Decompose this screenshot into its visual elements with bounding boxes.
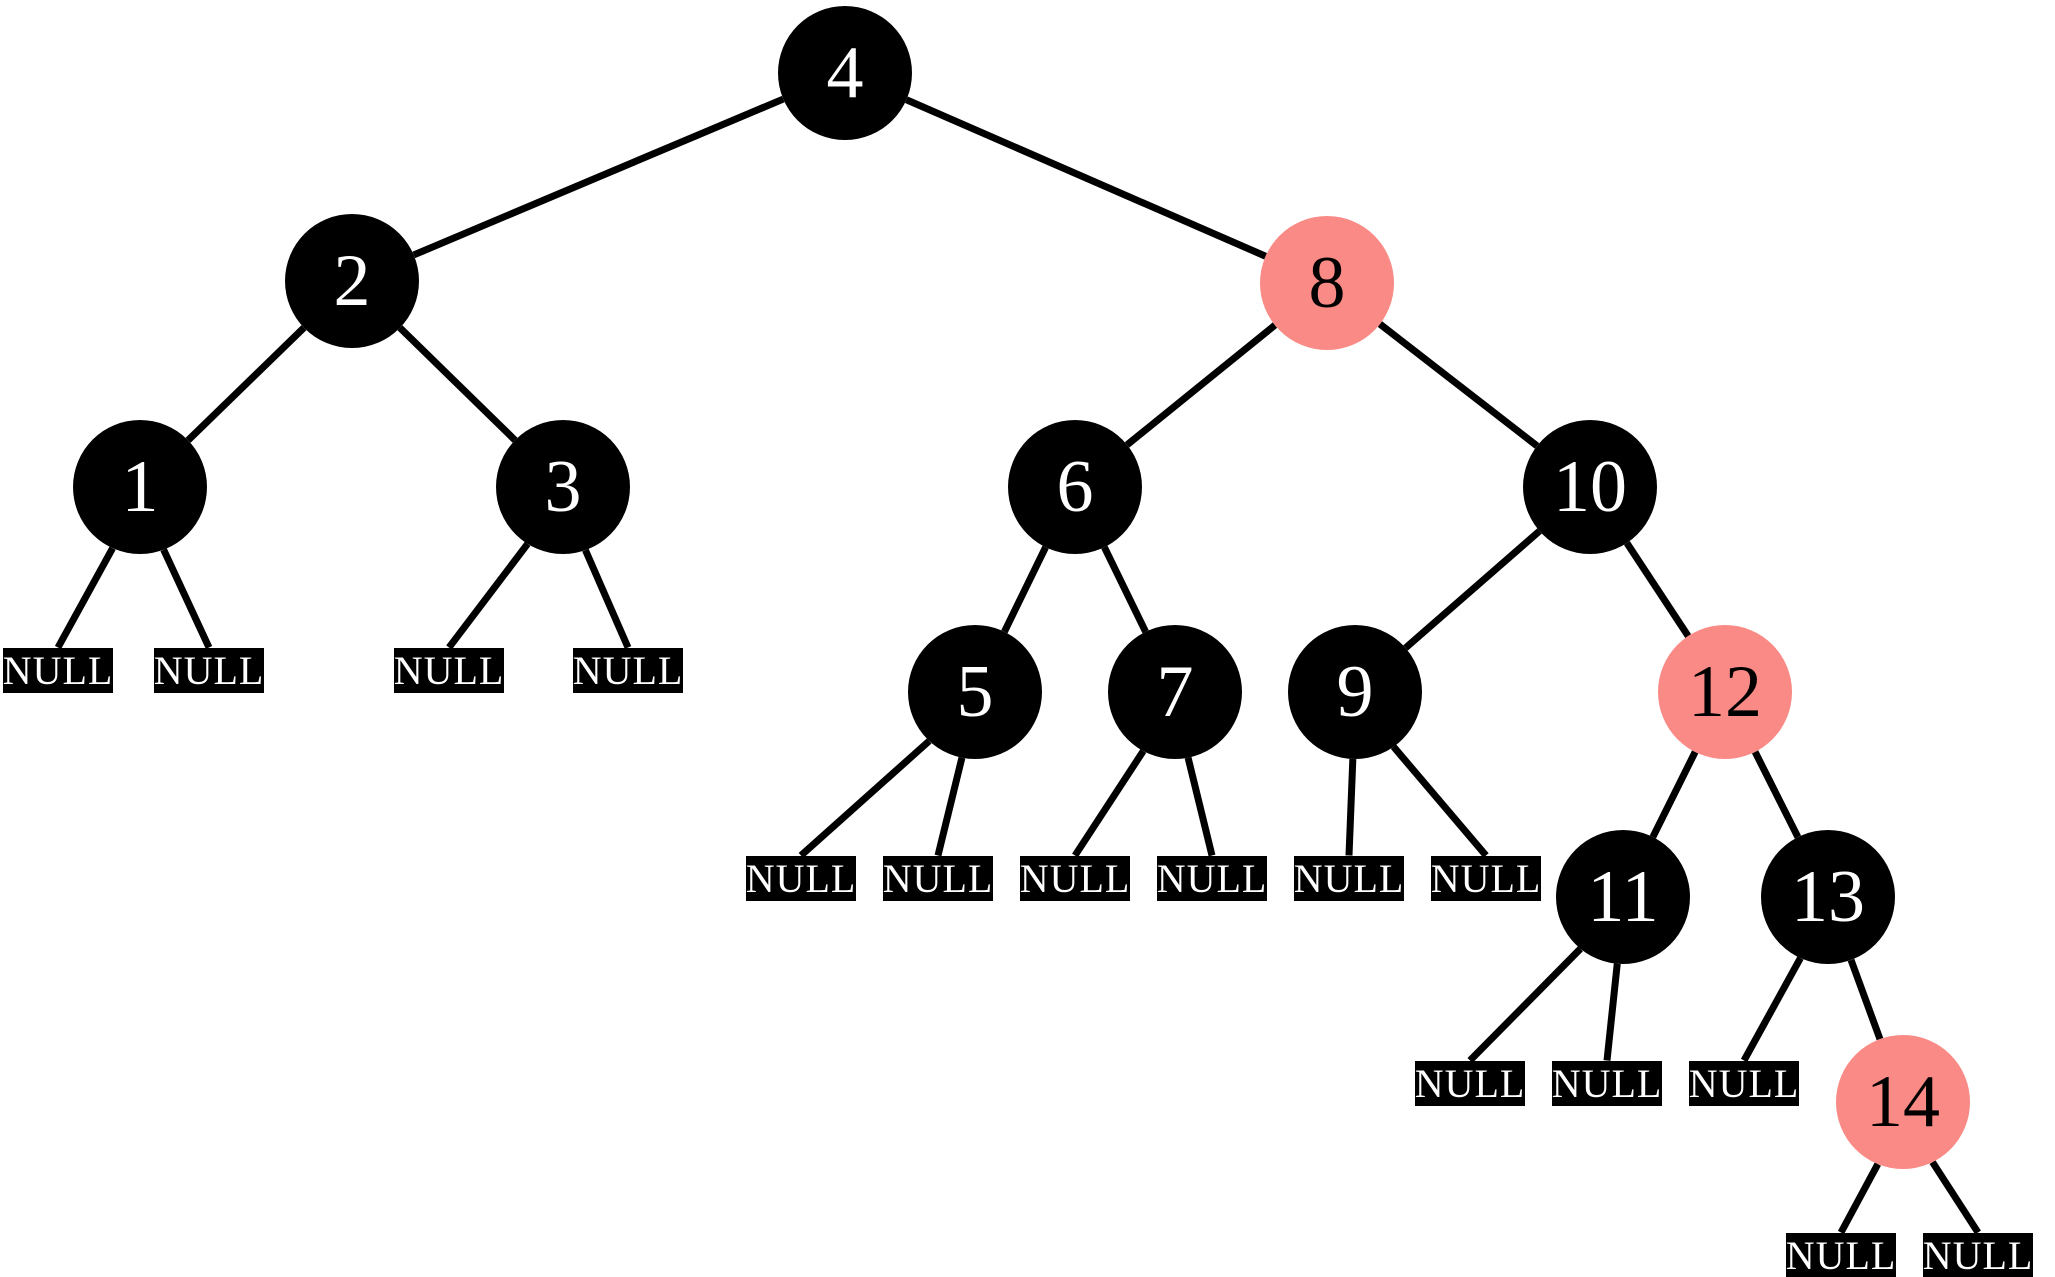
tree-null-leaf: NULL [572, 647, 684, 693]
tree-null-leaf: NULL [1430, 855, 1542, 901]
tree-edge-n13-n14 [1847, 958, 1884, 1041]
tree-edge-n5-l5 [798, 738, 932, 859]
tree-null-leaf: NULL [1414, 1060, 1526, 1106]
tree-null-leaf: NULL [1922, 1232, 2034, 1277]
tree-null-leaf: NULL [153, 647, 265, 693]
tree-node-label: 11 [1587, 856, 1659, 938]
tree-edge-n1-l2 [160, 548, 213, 649]
tree-edge-n4-n2 [412, 95, 785, 259]
tree-node-label: 2 [333, 240, 371, 322]
tree-node-label: 8 [1308, 242, 1346, 324]
tree-node-label: 4 [826, 32, 864, 114]
tree-edge-n6-n7 [1101, 545, 1149, 634]
tree-null-leaf: NULL [393, 647, 505, 693]
tree-edge-n11-l11 [1467, 946, 1583, 1063]
tree-edge-n3-l4 [582, 548, 632, 649]
tree-node-5[interactable]: 5 [908, 625, 1042, 759]
tree-edge-n12-n11 [1649, 750, 1699, 839]
tree-null-leaf: NULL [1293, 855, 1405, 901]
tree-null-leaf: NULL [1785, 1232, 1897, 1277]
tree-edge-n10-n9 [1403, 528, 1542, 651]
tree-edge-n2-n3 [397, 325, 518, 443]
tree-edge-n3-l3 [446, 541, 531, 650]
tree-edge-n9-l10 [1390, 744, 1489, 858]
tree-node-label: 1 [121, 446, 159, 528]
tree-node-label: 10 [1553, 446, 1627, 528]
tree-edge-n1-l1 [54, 546, 116, 650]
tree-node-1[interactable]: 1 [73, 420, 207, 554]
tree-node-label: 3 [544, 446, 582, 528]
tree-null-leaf: NULL [745, 855, 857, 901]
tree-edge-n10-n12 [1623, 541, 1692, 638]
tree-node-12[interactable]: 12 [1658, 625, 1792, 759]
tree-node-10[interactable]: 10 [1523, 420, 1657, 554]
tree-node-8[interactable]: 8 [1260, 216, 1394, 350]
tree-node-3[interactable]: 3 [496, 420, 630, 554]
tree-node-7[interactable]: 7 [1108, 625, 1242, 759]
tree-edge-n6-n5 [1001, 545, 1049, 634]
tree-edge-n8-n6 [1124, 322, 1278, 448]
tree-node-2[interactable]: 2 [285, 214, 419, 348]
tree-null-leaf: NULL [1688, 1060, 1800, 1106]
tree-null-leaf: NULL [1551, 1060, 1663, 1106]
tree-edge-n11-l12 [1603, 963, 1621, 1061]
tree-edge-n2-n1 [185, 325, 307, 443]
tree-edge-n13-l13 [1740, 956, 1804, 1063]
tree-node-4[interactable]: 4 [778, 6, 912, 140]
tree-node-13[interactable]: 13 [1761, 830, 1895, 964]
tree-node-label: 14 [1866, 1061, 1940, 1143]
tree-null-leaf: NULL [2, 647, 114, 693]
tree-edge-n14-l15 [1929, 1160, 1981, 1235]
tree-edge-n12-n13 [1751, 750, 1802, 839]
tree-edge-n5-l6 [934, 756, 966, 857]
tree-node-label: 12 [1688, 651, 1762, 733]
tree-node-11[interactable]: 11 [1556, 830, 1690, 964]
tree-edge-n8-n10 [1377, 321, 1540, 449]
tree-null-leaf: NULL [882, 855, 994, 901]
tree-edge-n4-n8 [905, 96, 1267, 260]
tree-edge-n7-l8 [1184, 756, 1216, 857]
tree-node-9[interactable]: 9 [1288, 625, 1422, 759]
tree-null-leaf: NULL [1019, 855, 1131, 901]
tree-node-label: 5 [956, 651, 994, 733]
tree-node-label: 9 [1336, 651, 1374, 733]
tree-node-label: 13 [1791, 856, 1865, 938]
tree-node-14[interactable]: 14 [1836, 1035, 1970, 1169]
tree-edge-n9-l9 [1345, 758, 1357, 856]
tree-edge-n14-l14 [1837, 1162, 1881, 1235]
tree-edge-n7-l7 [1072, 749, 1147, 858]
tree-node-label: 6 [1056, 446, 1094, 528]
tree-null-leaf: NULL [1156, 855, 1268, 901]
tree-node-label: 7 [1156, 651, 1194, 733]
tree-node-6[interactable]: 6 [1008, 420, 1142, 554]
